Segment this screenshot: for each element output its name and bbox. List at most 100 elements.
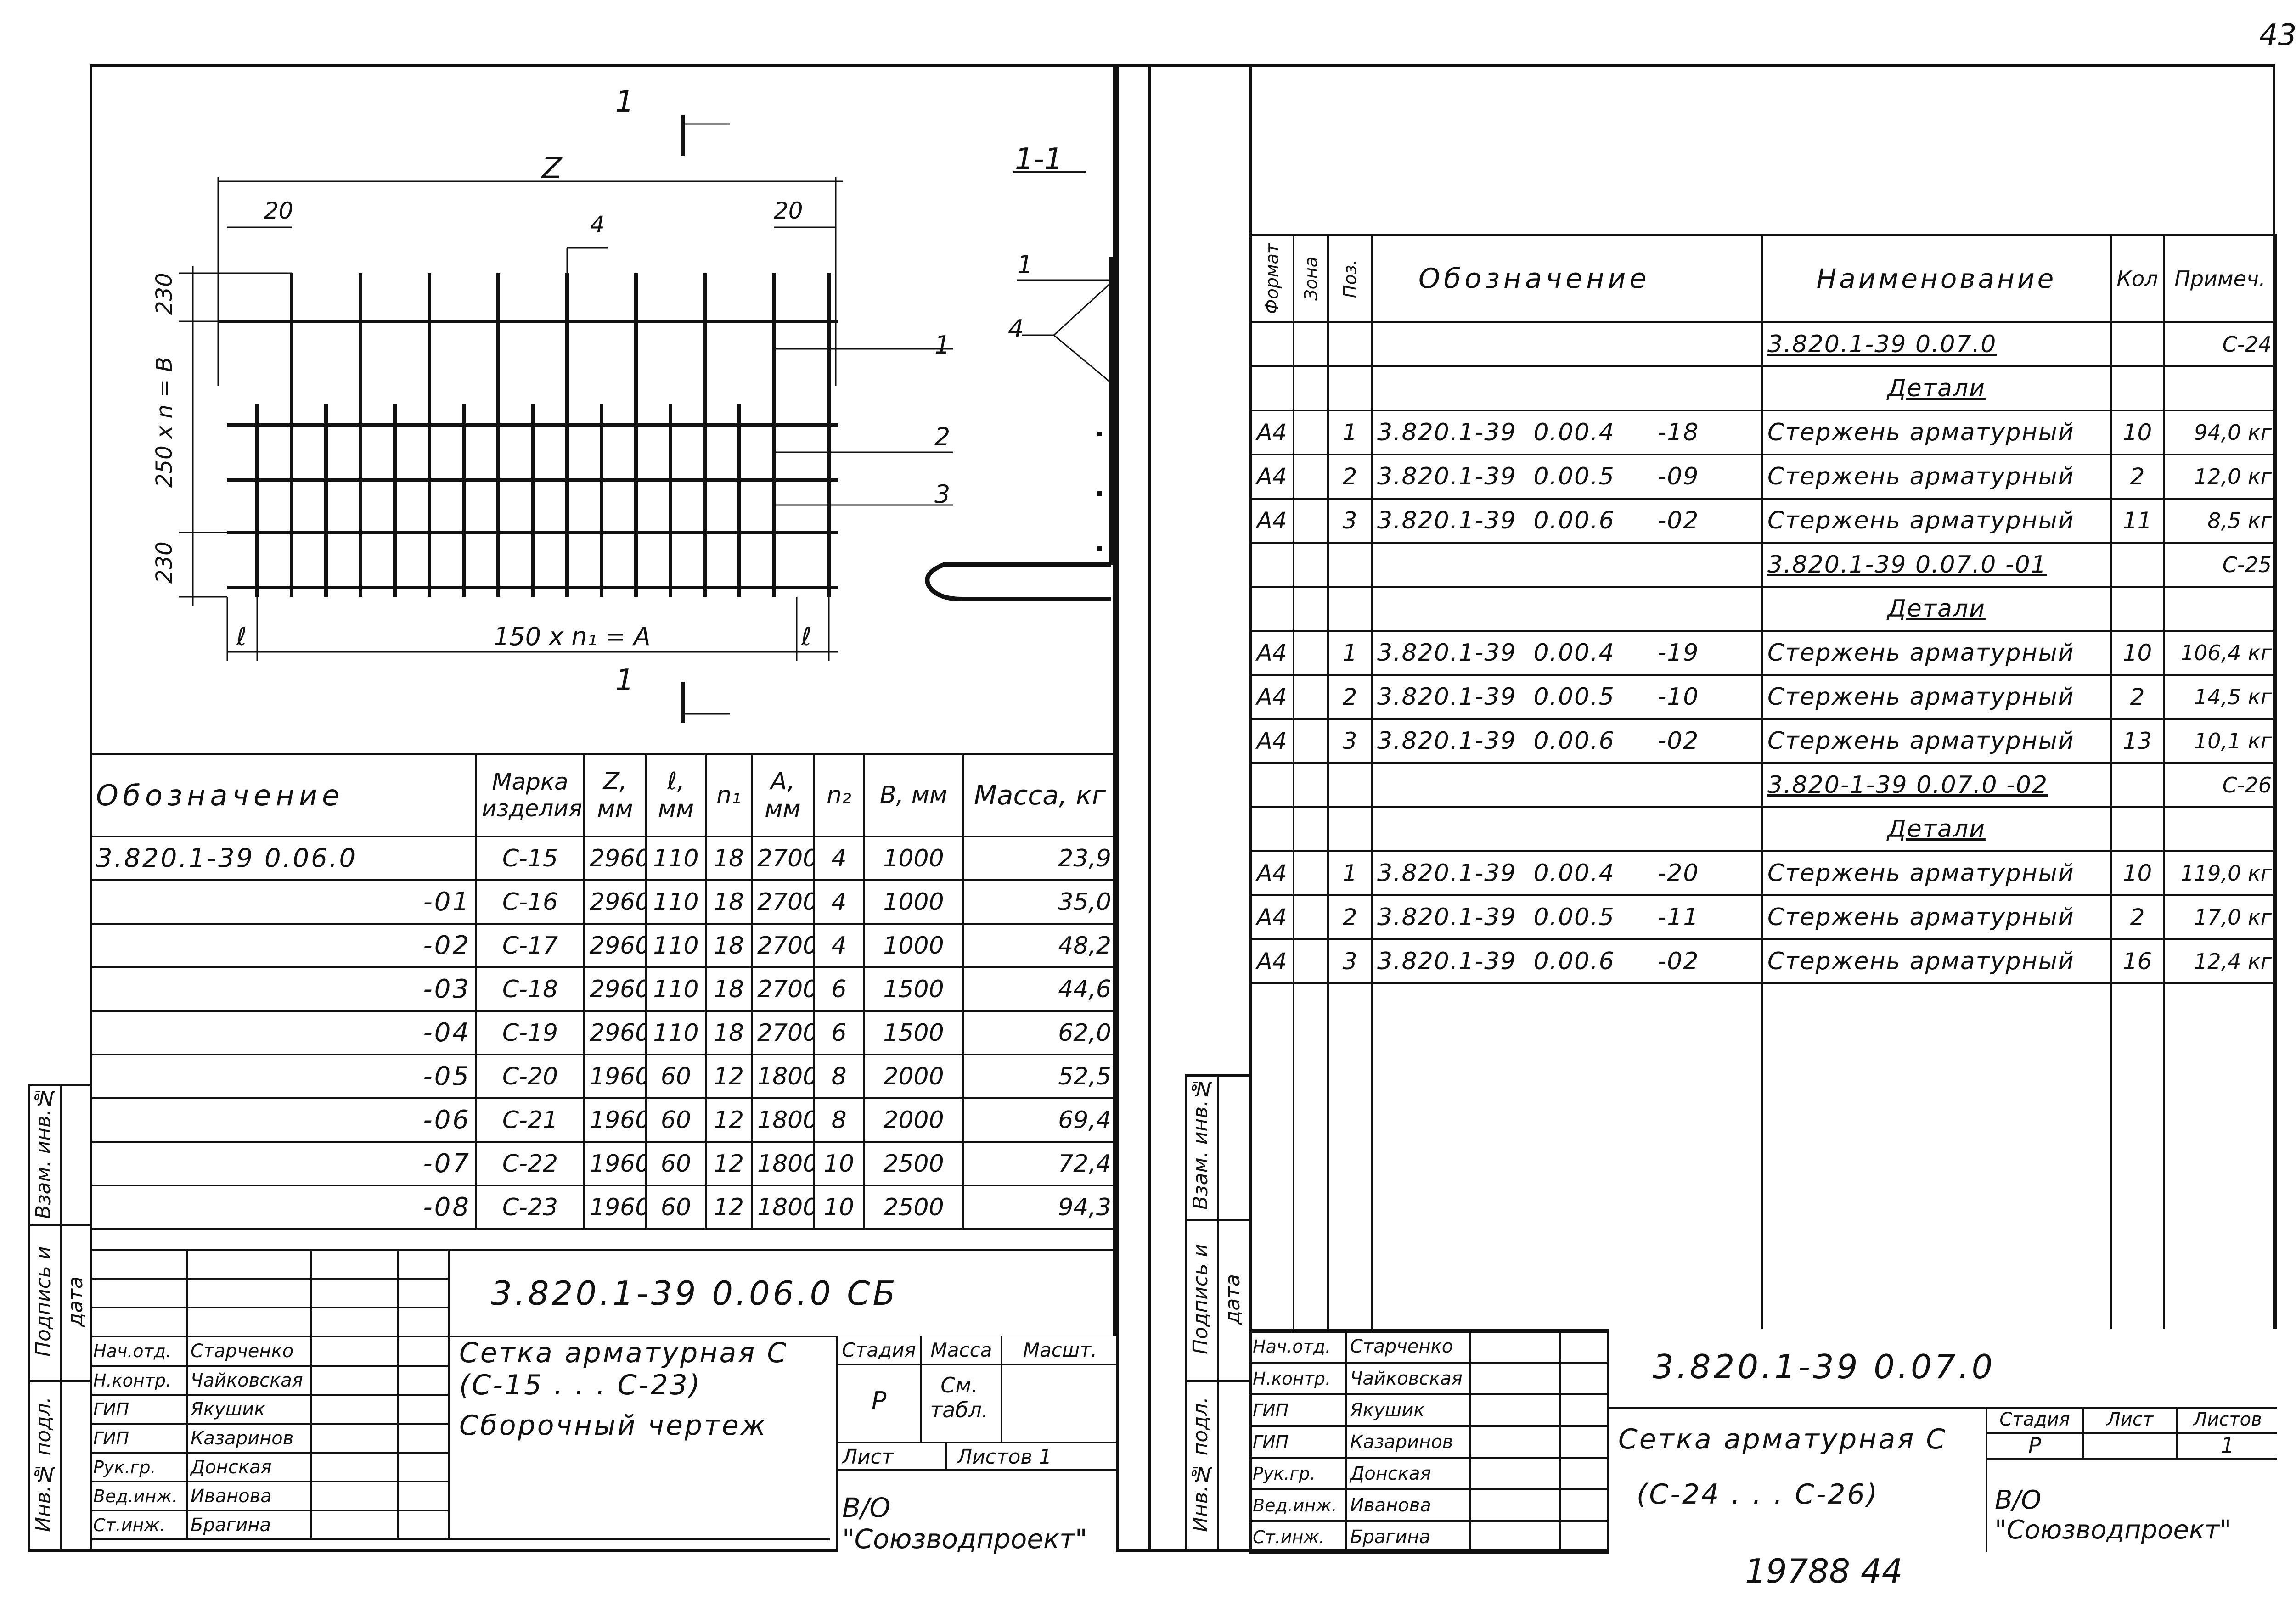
- cell-zone: [1293, 630, 1329, 676]
- signature-row: ГИП Якушик: [1249, 1393, 2276, 1427]
- spec-hdr-qty: Кол: [2110, 234, 2165, 323]
- cell-role: Ст.инж.: [90, 1510, 188, 1540]
- hdr-designation: Обозначение: [90, 753, 477, 837]
- cell-z: 1960: [583, 1054, 647, 1099]
- cell-pos: [1327, 321, 1373, 367]
- dim-20-left: 20: [264, 197, 293, 224]
- cell-designation: 3.820.1-39 0.00.6 -02: [1371, 498, 1763, 544]
- cell-designation: 3.820.1-39 0.00.4 -20: [1371, 850, 1763, 896]
- left-stage-panel: Стадия Масса Масшт. Р См. табл. Лист Лис…: [836, 1336, 1118, 1555]
- cell-b: 2500: [863, 1185, 964, 1230]
- cell-l: 110: [645, 1010, 707, 1055]
- cell-format: А4: [1249, 410, 1294, 455]
- cell-designation: -04: [90, 1010, 477, 1055]
- cell-n2: 4: [813, 836, 865, 881]
- mesh-drawing: [179, 115, 1114, 723]
- cell-name: Якушик: [186, 1394, 312, 1425]
- cell-mark: С-23: [475, 1185, 585, 1230]
- cell-qty: 16: [2110, 938, 2165, 984]
- cell-designation: 3.820.1-39 0.00.5 -10: [1371, 674, 1763, 720]
- cell-format: [1249, 542, 1294, 588]
- cell-role: ГИП: [90, 1423, 188, 1454]
- cell-b: 1500: [863, 966, 964, 1012]
- dim-b: 250 x n = B: [152, 357, 177, 488]
- signature-row: Ст.инж. Брагина: [90, 1510, 1117, 1540]
- signature-cell: [310, 1394, 399, 1425]
- spec-row: А4 1 3.820.1-39 0.00.4 -18 Стержень арма…: [1249, 410, 2277, 455]
- cell-note: 12,0 кг: [2163, 454, 2277, 500]
- dim-a: 150 x n₁ = A: [494, 622, 651, 651]
- cell-note: 12,4 кг: [2163, 938, 2277, 984]
- cell-note: 14,5 кг: [2163, 674, 2277, 720]
- cell-n2: 8: [813, 1097, 865, 1143]
- signature-row: ГИП Казаринов: [1249, 1425, 2276, 1459]
- cell-name: Стержень арматурный: [1761, 674, 2112, 720]
- hdr-a: A, мм: [751, 753, 815, 837]
- cell-note: [2163, 586, 2277, 632]
- cell-z: 1960: [583, 1097, 647, 1143]
- table-row: -04 С-19 2960 110 18 2700 6 1500 62,0: [90, 1010, 1118, 1055]
- signature-row: ГИП Якушик: [90, 1394, 1117, 1425]
- cell-pos: 3: [1327, 718, 1373, 764]
- cell-format: А4: [1249, 630, 1294, 676]
- cell-l: 110: [645, 923, 707, 968]
- cell-pos: 1: [1327, 410, 1373, 455]
- cell-n2: 6: [813, 966, 865, 1012]
- dim-l-left: ℓ: [236, 622, 247, 651]
- cell-a: 2700: [751, 923, 815, 968]
- cell-mark: С-22: [475, 1141, 585, 1186]
- cell-a: 2700: [751, 836, 815, 881]
- hdr-n2: n₂: [813, 753, 865, 837]
- spec-row: А4 3 3.820.1-39 0.00.6 -02 Стержень арма…: [1249, 718, 2277, 764]
- cell-note: 106,4 кг: [2163, 630, 2277, 676]
- cell-note: С-26: [2163, 762, 2277, 808]
- cell-role: Ст.инж.: [1249, 1520, 1347, 1554]
- cell-format: [1249, 365, 1294, 411]
- cell-name: Брагина: [186, 1510, 312, 1540]
- cell-note: 17,0 кг: [2163, 894, 2277, 940]
- dim-l-right: ℓ: [801, 622, 812, 651]
- table-row: -05 С-20 1960 60 12 1800 8 2000 52,5: [90, 1054, 1118, 1099]
- cell-zone: [1293, 365, 1329, 411]
- cell-n1: 12: [705, 1097, 753, 1143]
- cell-z: 2960: [583, 879, 647, 925]
- cell-note: [2163, 806, 2277, 852]
- hdr-n1: n₁: [705, 753, 753, 837]
- cell-zone: [1293, 586, 1329, 632]
- hdr-mark: Марка изделия: [475, 753, 585, 837]
- cell-n1: 18: [705, 879, 753, 925]
- table-row: -03 С-18 2960 110 18 2700 6 1500 44,6: [90, 966, 1118, 1012]
- table-row: -01 С-16 2960 110 18 2700 4 1000 35,0: [90, 879, 1118, 925]
- cell-zone: [1293, 938, 1329, 984]
- cell-n1: 18: [705, 836, 753, 881]
- cell-name: Стержень арматурный: [1761, 630, 2112, 676]
- cell-a: 1800: [751, 1097, 815, 1143]
- signature-row: Вед.инж. Иванова: [90, 1481, 1117, 1511]
- cell-designation: [1371, 806, 1763, 852]
- cell-designation: 3.820.1-39 0.00.6 -02: [1371, 718, 1763, 764]
- signature-row: Н.контр. Чайковская: [90, 1365, 1117, 1396]
- left-code: 3.820.1-39 0.06.0 СБ: [448, 1249, 1118, 1337]
- cell-n1: 12: [705, 1141, 753, 1186]
- cell-designation: [1371, 365, 1763, 411]
- cell-format: А4: [1249, 454, 1294, 500]
- cell-designation: 3.820.1-39 0.00.4 -18: [1371, 410, 1763, 455]
- spec-row: А4 1 3.820.1-39 0.00.4 -20 Стержень арма…: [1249, 850, 2277, 896]
- cell-zone: [1293, 894, 1329, 940]
- cell-qty: 2: [2110, 454, 2165, 500]
- cell-pos: 3: [1327, 498, 1373, 544]
- hdr-b: B, мм: [863, 753, 964, 837]
- signature-cell: [310, 1481, 399, 1511]
- cell-designation: -02: [90, 923, 477, 968]
- cell-name: Брагина: [1345, 1520, 1471, 1554]
- cell-role: Нач.отд.: [1249, 1329, 1347, 1364]
- cell-format: [1249, 806, 1294, 852]
- cell-format: А4: [1249, 938, 1294, 984]
- cell-n2: 8: [813, 1054, 865, 1099]
- cell-name: Казаринов: [1345, 1425, 1471, 1459]
- left-title-name: Сетка арматурная С (С-15 . . . С-23) Сбо…: [459, 1337, 788, 1442]
- table-row: -08 С-23 1960 60 12 1800 10 2500 94,3: [90, 1185, 1118, 1230]
- cell-l: 110: [645, 966, 707, 1012]
- dim-z: Z: [542, 152, 562, 185]
- section-lead-1: 1: [1017, 250, 1033, 279]
